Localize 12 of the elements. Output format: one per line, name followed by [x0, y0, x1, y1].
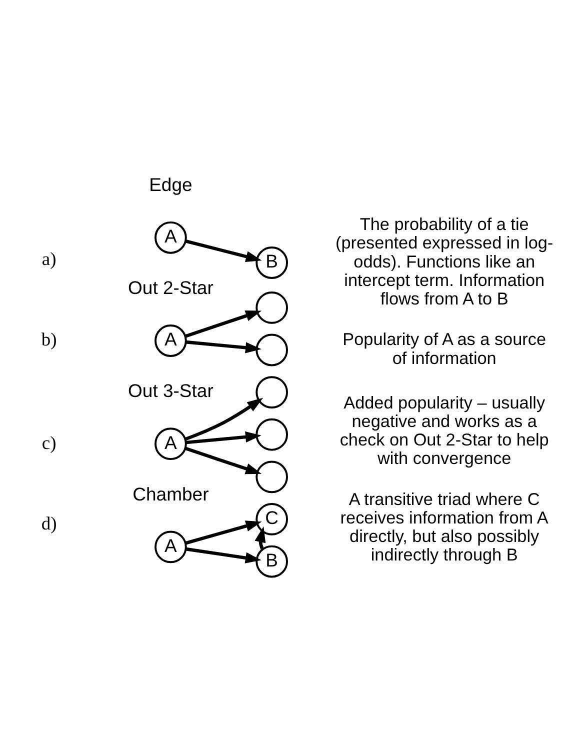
label: Added popularity – usually negative and works as a check on Out 2-Star to help with convergence [340, 392, 549, 468]
label: Popularity of A as a source of information [342, 329, 546, 368]
label: b) [41, 330, 57, 351]
label: a) [42, 250, 56, 270]
label: Edge [149, 174, 192, 195]
label: Out 2-Star [128, 277, 214, 298]
label: The probability of a tie (presented expressed in log-odds). Functions like an intercept term. Information flows from A to B [336, 214, 554, 308]
label: Chamber [132, 483, 209, 504]
label: A transitive triad where C receives information from A directly, but also possibly indirectly through B [340, 489, 548, 565]
label: Out 3-Star [128, 380, 214, 402]
label: d) [41, 514, 57, 534]
label: c) [42, 434, 56, 454]
